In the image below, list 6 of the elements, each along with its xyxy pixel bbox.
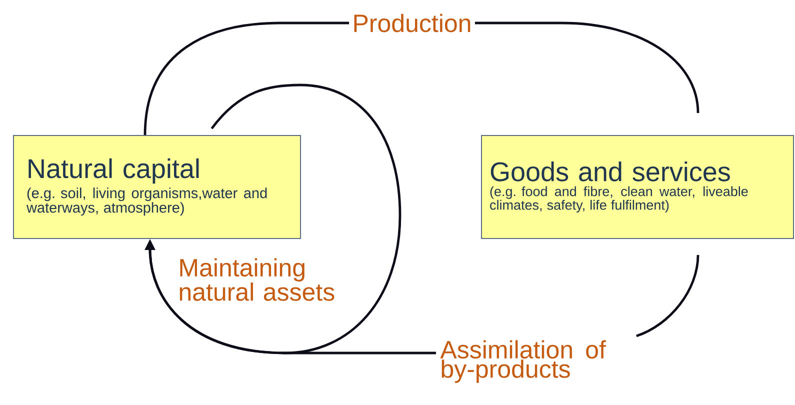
process-label: Maintaining natural assets xyxy=(180,258,334,301)
natural-capital-box: Natural capital (e.g. soil, living organisms,water and waterways, atmosphere) xyxy=(13,135,301,239)
goods-services-box: Goods and services (e.g. food and fibre, clean water, liveable climates, safety, life fulfilment) xyxy=(481,135,794,239)
process-label: Assimilation of by-products xyxy=(440,340,606,383)
process-label: Production xyxy=(354,14,470,32)
arrow xyxy=(144,84,402,354)
